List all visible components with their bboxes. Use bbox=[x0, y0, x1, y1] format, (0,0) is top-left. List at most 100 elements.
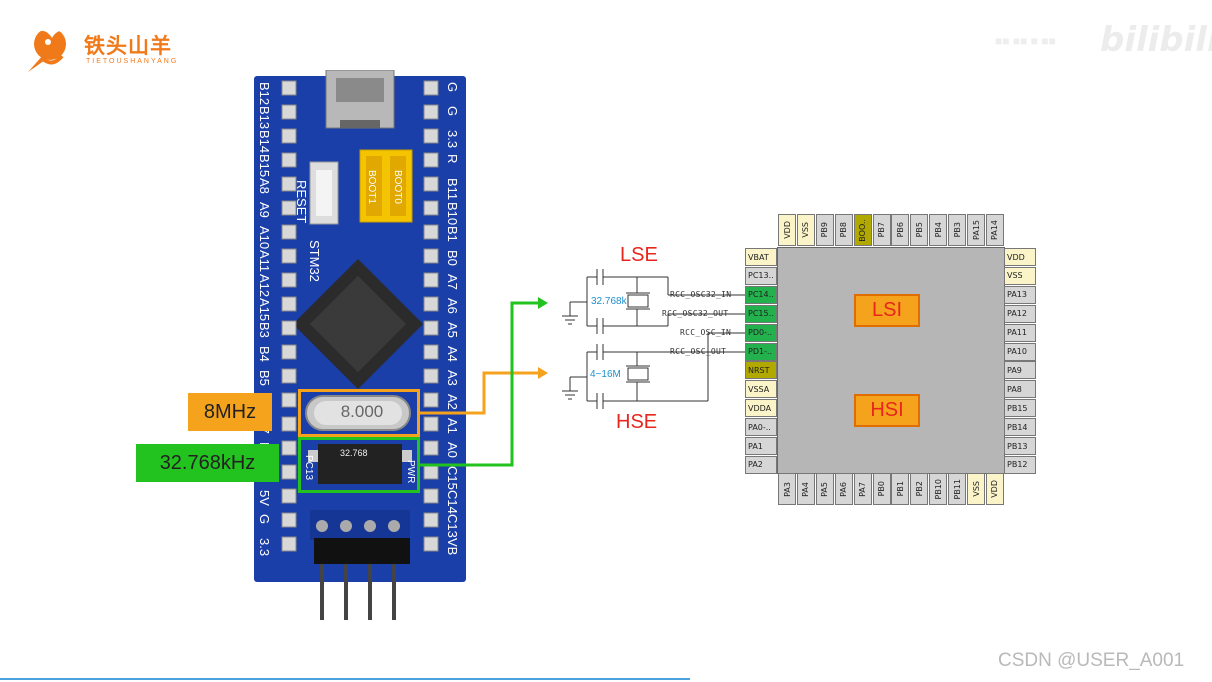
mcu-pin-top: PB4 bbox=[929, 214, 948, 246]
mcu-pin-bottom: PB1 bbox=[891, 473, 910, 505]
board-pad bbox=[281, 368, 297, 384]
mcu-pin-right: PA9 bbox=[1004, 361, 1036, 380]
mcu-pin-left: VSSA bbox=[745, 380, 777, 399]
mcu-pin-bottom: PB10 bbox=[929, 473, 948, 505]
mcu-pin-label: VSS bbox=[801, 222, 811, 238]
board-pad bbox=[281, 152, 297, 168]
mcu-pin-left: PC13.. bbox=[745, 266, 777, 285]
board-pad bbox=[423, 296, 439, 312]
mcu-pin-left: VDDA bbox=[745, 399, 777, 418]
mcu-pin-left: PD0-.. bbox=[745, 323, 777, 342]
goat-head-icon bbox=[28, 25, 66, 72]
board-pad bbox=[281, 248, 297, 264]
board-pad bbox=[423, 176, 439, 192]
mcu-body bbox=[777, 247, 1005, 474]
board-pad bbox=[281, 344, 297, 360]
mcu-pin-bottom: PB2 bbox=[910, 473, 929, 505]
mcu-pin-label: VDD bbox=[990, 480, 1000, 498]
mcu-pin-right: PA13 bbox=[1004, 285, 1036, 304]
mcu-pin-label: PA7 bbox=[858, 481, 868, 497]
mcu-pin-left: PA0-.. bbox=[745, 418, 777, 437]
mcu-pin-left: PC14.. bbox=[745, 285, 777, 304]
mcu-pin-top: PB6 bbox=[891, 214, 910, 246]
lsi-box: LSI bbox=[854, 294, 920, 327]
mcu-pin-top: PB7 bbox=[872, 214, 891, 246]
mcu-pin-label: PA6 bbox=[839, 481, 849, 497]
board-pad bbox=[423, 536, 439, 552]
mcu-pin-right: PA8 bbox=[1004, 380, 1036, 399]
mcu-pin-label: VDD bbox=[782, 221, 792, 239]
mcu-pin-bottom: PA6 bbox=[834, 473, 853, 505]
mcu-pin-label: PB3 bbox=[952, 222, 962, 238]
mcu-pin-bottom: PB0 bbox=[872, 473, 891, 505]
mcu-pin-top: PB9 bbox=[815, 214, 834, 246]
lse-highlight-box bbox=[298, 437, 420, 493]
board-pad bbox=[281, 488, 297, 504]
board-pad bbox=[281, 104, 297, 120]
lse-label: LSE bbox=[620, 244, 658, 266]
lse-callout: 32.768kHz bbox=[136, 444, 279, 482]
hse-label: HSE bbox=[616, 411, 658, 433]
logo bbox=[22, 18, 202, 78]
mcu-pin-top: PA15 bbox=[967, 214, 985, 246]
signal-osc32-out: RCC_OSC32_OUT bbox=[662, 309, 729, 318]
mcu-pin-left: NRST bbox=[745, 361, 777, 380]
mcu-pin-label: PB11 bbox=[952, 478, 962, 500]
mcu-pin-bottom: PA5 bbox=[815, 473, 834, 505]
board-pad bbox=[281, 464, 297, 480]
board-pad bbox=[423, 80, 439, 96]
mcu-pin-right: PB12 bbox=[1004, 455, 1036, 474]
mcu-pin-label: PB1 bbox=[895, 481, 905, 497]
mcu-pin-right: PA10 bbox=[1004, 342, 1036, 361]
mcu-pin-bottom: PA4 bbox=[796, 473, 815, 505]
hse-callout: 8MHz bbox=[188, 393, 272, 431]
bilibili-watermark: bilibili bbox=[1100, 20, 1212, 60]
mcu-pin-label: PB4 bbox=[933, 222, 943, 238]
board-pad bbox=[423, 248, 439, 264]
signal-osc-in: RCC_OSC_IN bbox=[680, 328, 732, 337]
blue-pill-board bbox=[254, 70, 466, 620]
mcu-pin-right: PA11 bbox=[1004, 323, 1036, 342]
mcu-pin-left: PC15.. bbox=[745, 304, 777, 323]
board-pad bbox=[423, 440, 439, 456]
mcu-pin-top: VDD bbox=[778, 214, 796, 246]
mcu-pin-top: VSS bbox=[796, 214, 815, 246]
brand-name-cn: 铁头山羊 bbox=[84, 34, 172, 58]
mcu-pin-top: BOO.. bbox=[853, 214, 872, 246]
mcu-pin-right: VDD bbox=[1004, 248, 1036, 266]
hse-highlight-box bbox=[298, 389, 420, 437]
board-pad bbox=[423, 104, 439, 120]
mcu-pin-left: PA1 bbox=[745, 437, 777, 455]
board-pad bbox=[281, 176, 297, 192]
board-pad bbox=[281, 128, 297, 144]
mcu-pin-label: PB9 bbox=[820, 222, 830, 238]
mcu-pin-label: PA15 bbox=[971, 220, 981, 240]
board-pad bbox=[423, 224, 439, 240]
mcu-pin-label: PB5 bbox=[914, 222, 924, 238]
board-pad bbox=[281, 440, 297, 456]
board-pad bbox=[423, 488, 439, 504]
board-pad bbox=[281, 536, 297, 552]
csdn-credit: CSDN @USER_A001 bbox=[998, 650, 1185, 671]
mcu-pin-label: PA14 bbox=[990, 220, 1000, 240]
mcu-pin-label: PB8 bbox=[839, 222, 849, 238]
mcu-pin-label: BOO.. bbox=[858, 218, 868, 242]
mcu-pin-label: PA3 bbox=[782, 481, 792, 497]
mcu-pin-label: VSS bbox=[971, 481, 981, 497]
board-pad bbox=[281, 392, 297, 408]
board-pad bbox=[423, 368, 439, 384]
mcu-pin-right: PA12 bbox=[1004, 304, 1036, 323]
hse-crystal-value: 4~16M bbox=[590, 369, 621, 380]
mcu-pin-bottom: PB11 bbox=[948, 473, 967, 505]
mcu-pin-right: VSS bbox=[1004, 266, 1036, 285]
mcu-pin-left: PA2 bbox=[745, 455, 777, 474]
board-pad bbox=[423, 272, 439, 288]
signal-osc32-in: RCC_OSC32_IN bbox=[670, 290, 732, 299]
mcu-pin-label: PB7 bbox=[877, 222, 886, 238]
mcu-pin-top: PB3 bbox=[948, 214, 967, 246]
mcu-pin-label: PA5 bbox=[820, 481, 830, 497]
brand-name-en: TIETOUSHANYANG bbox=[86, 58, 179, 65]
mcu-pin-bottom: PA7 bbox=[853, 473, 872, 505]
board-pad bbox=[423, 344, 439, 360]
